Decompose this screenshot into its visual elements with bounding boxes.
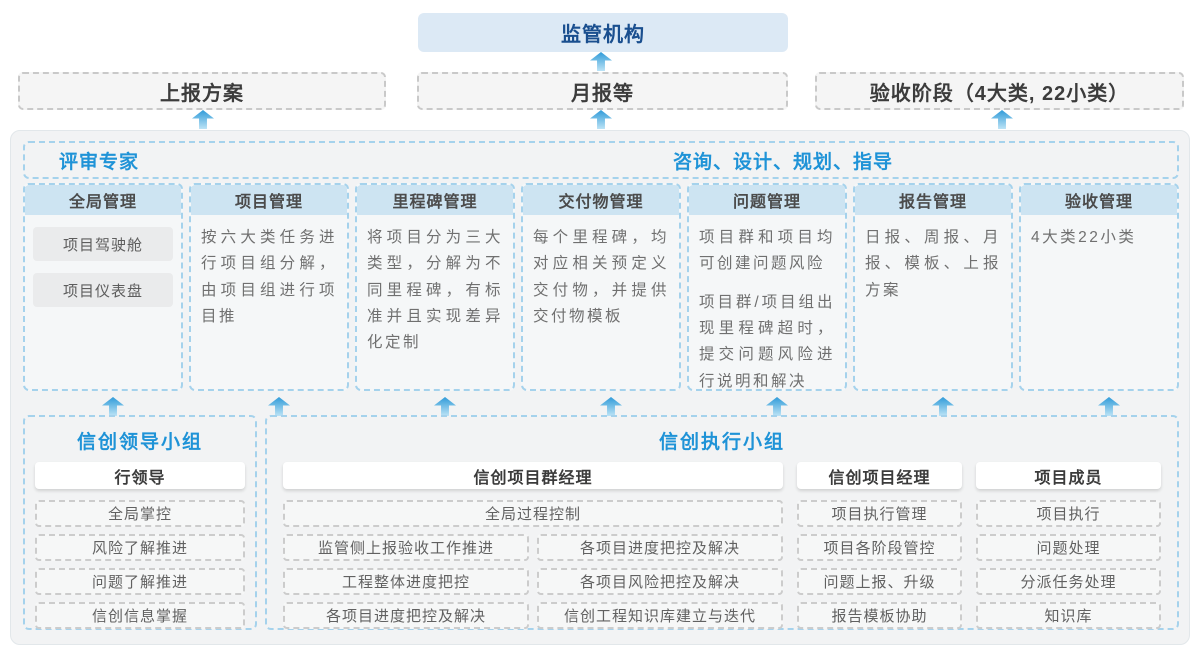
experts-strip: 评审专家 咨询、设计、规划、指导: [23, 141, 1179, 179]
up-arrow-icon: [932, 397, 954, 416]
program-manager-duties-right: 各项目进度把控及解决 各项目风险把控及解决 信创工程知识库建立与迭代: [537, 527, 783, 629]
report-box-acceptance: 验收阶段（4大类, 22小类）: [815, 72, 1184, 110]
up-arrow-icon: [590, 110, 612, 129]
column-milestone-management: 里程碑管理 将项目分为三大类型，分解为不同里程碑，有标准并且实现差异化定制: [355, 183, 515, 391]
leader-group-title: 信创领导小组: [76, 432, 203, 453]
duty-item: 分派任务处理: [976, 568, 1161, 595]
up-arrow-icon: [1098, 397, 1120, 416]
column-header: 里程碑管理: [357, 185, 513, 215]
report-box-monthly: 月报等: [417, 72, 788, 110]
column-report-management: 报告管理 日报、周报、月报、模板、上报方案: [853, 183, 1013, 391]
duty-item: 信创信息掌握: [35, 602, 245, 629]
column-acceptance-management: 验收管理 4大类22小类: [1019, 183, 1179, 391]
column-header: 报告管理: [855, 185, 1011, 215]
column-paragraph: 日报、周报、月报、模板、上报方案: [865, 229, 1001, 299]
duty-item: 项目各阶段管控: [797, 534, 963, 561]
exec-group: 信创执行小组 信创项目群经理 全局过程控制 监管侧上报验收工作推进 工程整体进度…: [265, 415, 1179, 630]
report-box-label: 上报方案: [160, 82, 244, 105]
column-body: 项目群和项目均可创建问题风险 项目群/项目组出现里程碑超时，提交问题风险进行说明…: [689, 215, 845, 390]
experts-label: 评审专家: [59, 151, 140, 173]
up-arrow-icon: [192, 110, 214, 129]
column-body: 日报、周报、月报、模板、上报方案: [855, 215, 1011, 304]
up-arrow-icon: [600, 397, 622, 416]
program-manager-duties-left: 监管侧上报验收工作推进 工程整体进度把控 各项目进度把控及解决: [283, 527, 529, 629]
feature-chip: 项目驾驶舱: [33, 227, 173, 261]
role-project-manager: 信创项目经理: [797, 462, 963, 489]
duty-item: 全局过程控制: [283, 500, 783, 527]
exec-group-title: 信创执行小组: [658, 432, 785, 453]
duty-item: 各项目进度把控及解决: [283, 602, 529, 629]
project-member-column: 项目成员 项目执行 问题处理 分派任务处理 知识库: [976, 462, 1161, 629]
column-project-management: 项目管理 按六大类任务进行项目组分解，由项目组进行项目推: [189, 183, 349, 391]
column-header: 问题管理: [689, 185, 845, 215]
duty-item: 监管侧上报验收工作推进: [283, 534, 529, 561]
duty-item: 信创工程知识库建立与迭代: [537, 602, 783, 629]
column-header: 全局管理: [25, 185, 181, 215]
duty-item: 问题处理: [976, 534, 1161, 561]
column-paragraph: 项目群/项目组出现里程碑超时，提交问题风险进行说明和解决: [699, 293, 835, 390]
column-paragraph: 每个里程碑，均对应相关预定义交付物，并提供交付物模板: [533, 229, 669, 326]
project-manager-column: 信创项目经理 项目执行管理 项目各阶段管控 问题上报、升级 报告模板协助: [797, 462, 963, 629]
up-arrow-icon: [766, 397, 788, 416]
platform-container: 评审专家 咨询、设计、规划、指导 全局管理 项目驾驶舱 项目仪表盘 项目管理 按…: [10, 130, 1190, 645]
leader-group: 信创领导小组 行领导 全局掌控 风险了解推进 问题了解推进 信创信息掌握: [23, 415, 257, 630]
duty-item: 风险了解推进: [35, 534, 245, 561]
program-manager-duties: 监管侧上报验收工作推进 工程整体进度把控 各项目进度把控及解决 各项目进度把控及…: [283, 527, 783, 629]
column-header: 验收管理: [1021, 185, 1177, 215]
duty-item: 报告模板协助: [797, 602, 963, 629]
exec-columns-row: 信创项目群经理 全局过程控制 监管侧上报验收工作推进 工程整体进度把控 各项目进…: [267, 462, 1177, 629]
duty-item: 各项目进度把控及解决: [537, 534, 783, 561]
column-global-management: 全局管理 项目驾驶舱 项目仪表盘: [23, 183, 183, 391]
column-body: 每个里程碑，均对应相关预定义交付物，并提供交付物模板: [523, 215, 679, 330]
report-box-plan: 上报方案: [18, 72, 386, 110]
role-project-member: 项目成员: [976, 462, 1161, 489]
column-issue-management: 问题管理 项目群和项目均可创建问题风险 项目群/项目组出现里程碑超时，提交问题风…: [687, 183, 847, 391]
column-body: 4大类22小类: [1021, 215, 1177, 251]
consult-label: 咨询、设计、规划、指导: [673, 151, 894, 173]
duty-item: 问题上报、升级: [797, 568, 963, 595]
column-header: 项目管理: [191, 185, 347, 215]
up-arrow-icon: [434, 397, 456, 416]
duty-item: 工程整体进度把控: [283, 568, 529, 595]
role-bank-leader: 行领导: [35, 462, 245, 489]
feature-chip: 项目仪表盘: [33, 273, 173, 307]
column-header: 交付物管理: [523, 185, 679, 215]
column-body: 按六大类任务进行项目组分解，由项目组进行项目推: [191, 215, 347, 330]
report-box-label: 验收阶段（4大类, 22小类）: [869, 82, 1130, 105]
up-arrow-icon: [102, 397, 124, 416]
duty-item: 问题了解推进: [35, 568, 245, 595]
duty-item: 全局掌控: [35, 500, 245, 527]
up-arrow-icon: [991, 110, 1013, 129]
report-box-label: 月报等: [571, 82, 634, 105]
regulator-box: 监管机构: [418, 13, 788, 52]
duty-item: 项目执行管理: [797, 500, 963, 527]
role-program-manager: 信创项目群经理: [283, 462, 783, 489]
column-body: 将项目分为三大类型，分解为不同里程碑，有标准并且实现差异化定制: [357, 215, 513, 357]
column-paragraph: 项目群和项目均可创建问题风险: [699, 229, 835, 273]
program-manager-column: 信创项目群经理 全局过程控制 监管侧上报验收工作推进 工程整体进度把控 各项目进…: [283, 462, 783, 629]
duty-item: 知识库: [976, 602, 1161, 629]
column-paragraph: 4大类22小类: [1031, 229, 1137, 246]
up-arrow-icon: [268, 397, 290, 416]
duty-item: 各项目风险把控及解决: [537, 568, 783, 595]
column-paragraph: 按六大类任务进行项目组分解，由项目组进行项目推: [201, 229, 337, 326]
regulator-label: 监管机构: [561, 24, 645, 46]
column-deliverable-management: 交付物管理 每个里程碑，均对应相关预定义交付物，并提供交付物模板: [521, 183, 681, 391]
duty-item: 项目执行: [976, 500, 1161, 527]
up-arrow-icon: [590, 52, 612, 71]
column-paragraph: 将项目分为三大类型，分解为不同里程碑，有标准并且实现差异化定制: [367, 229, 503, 352]
